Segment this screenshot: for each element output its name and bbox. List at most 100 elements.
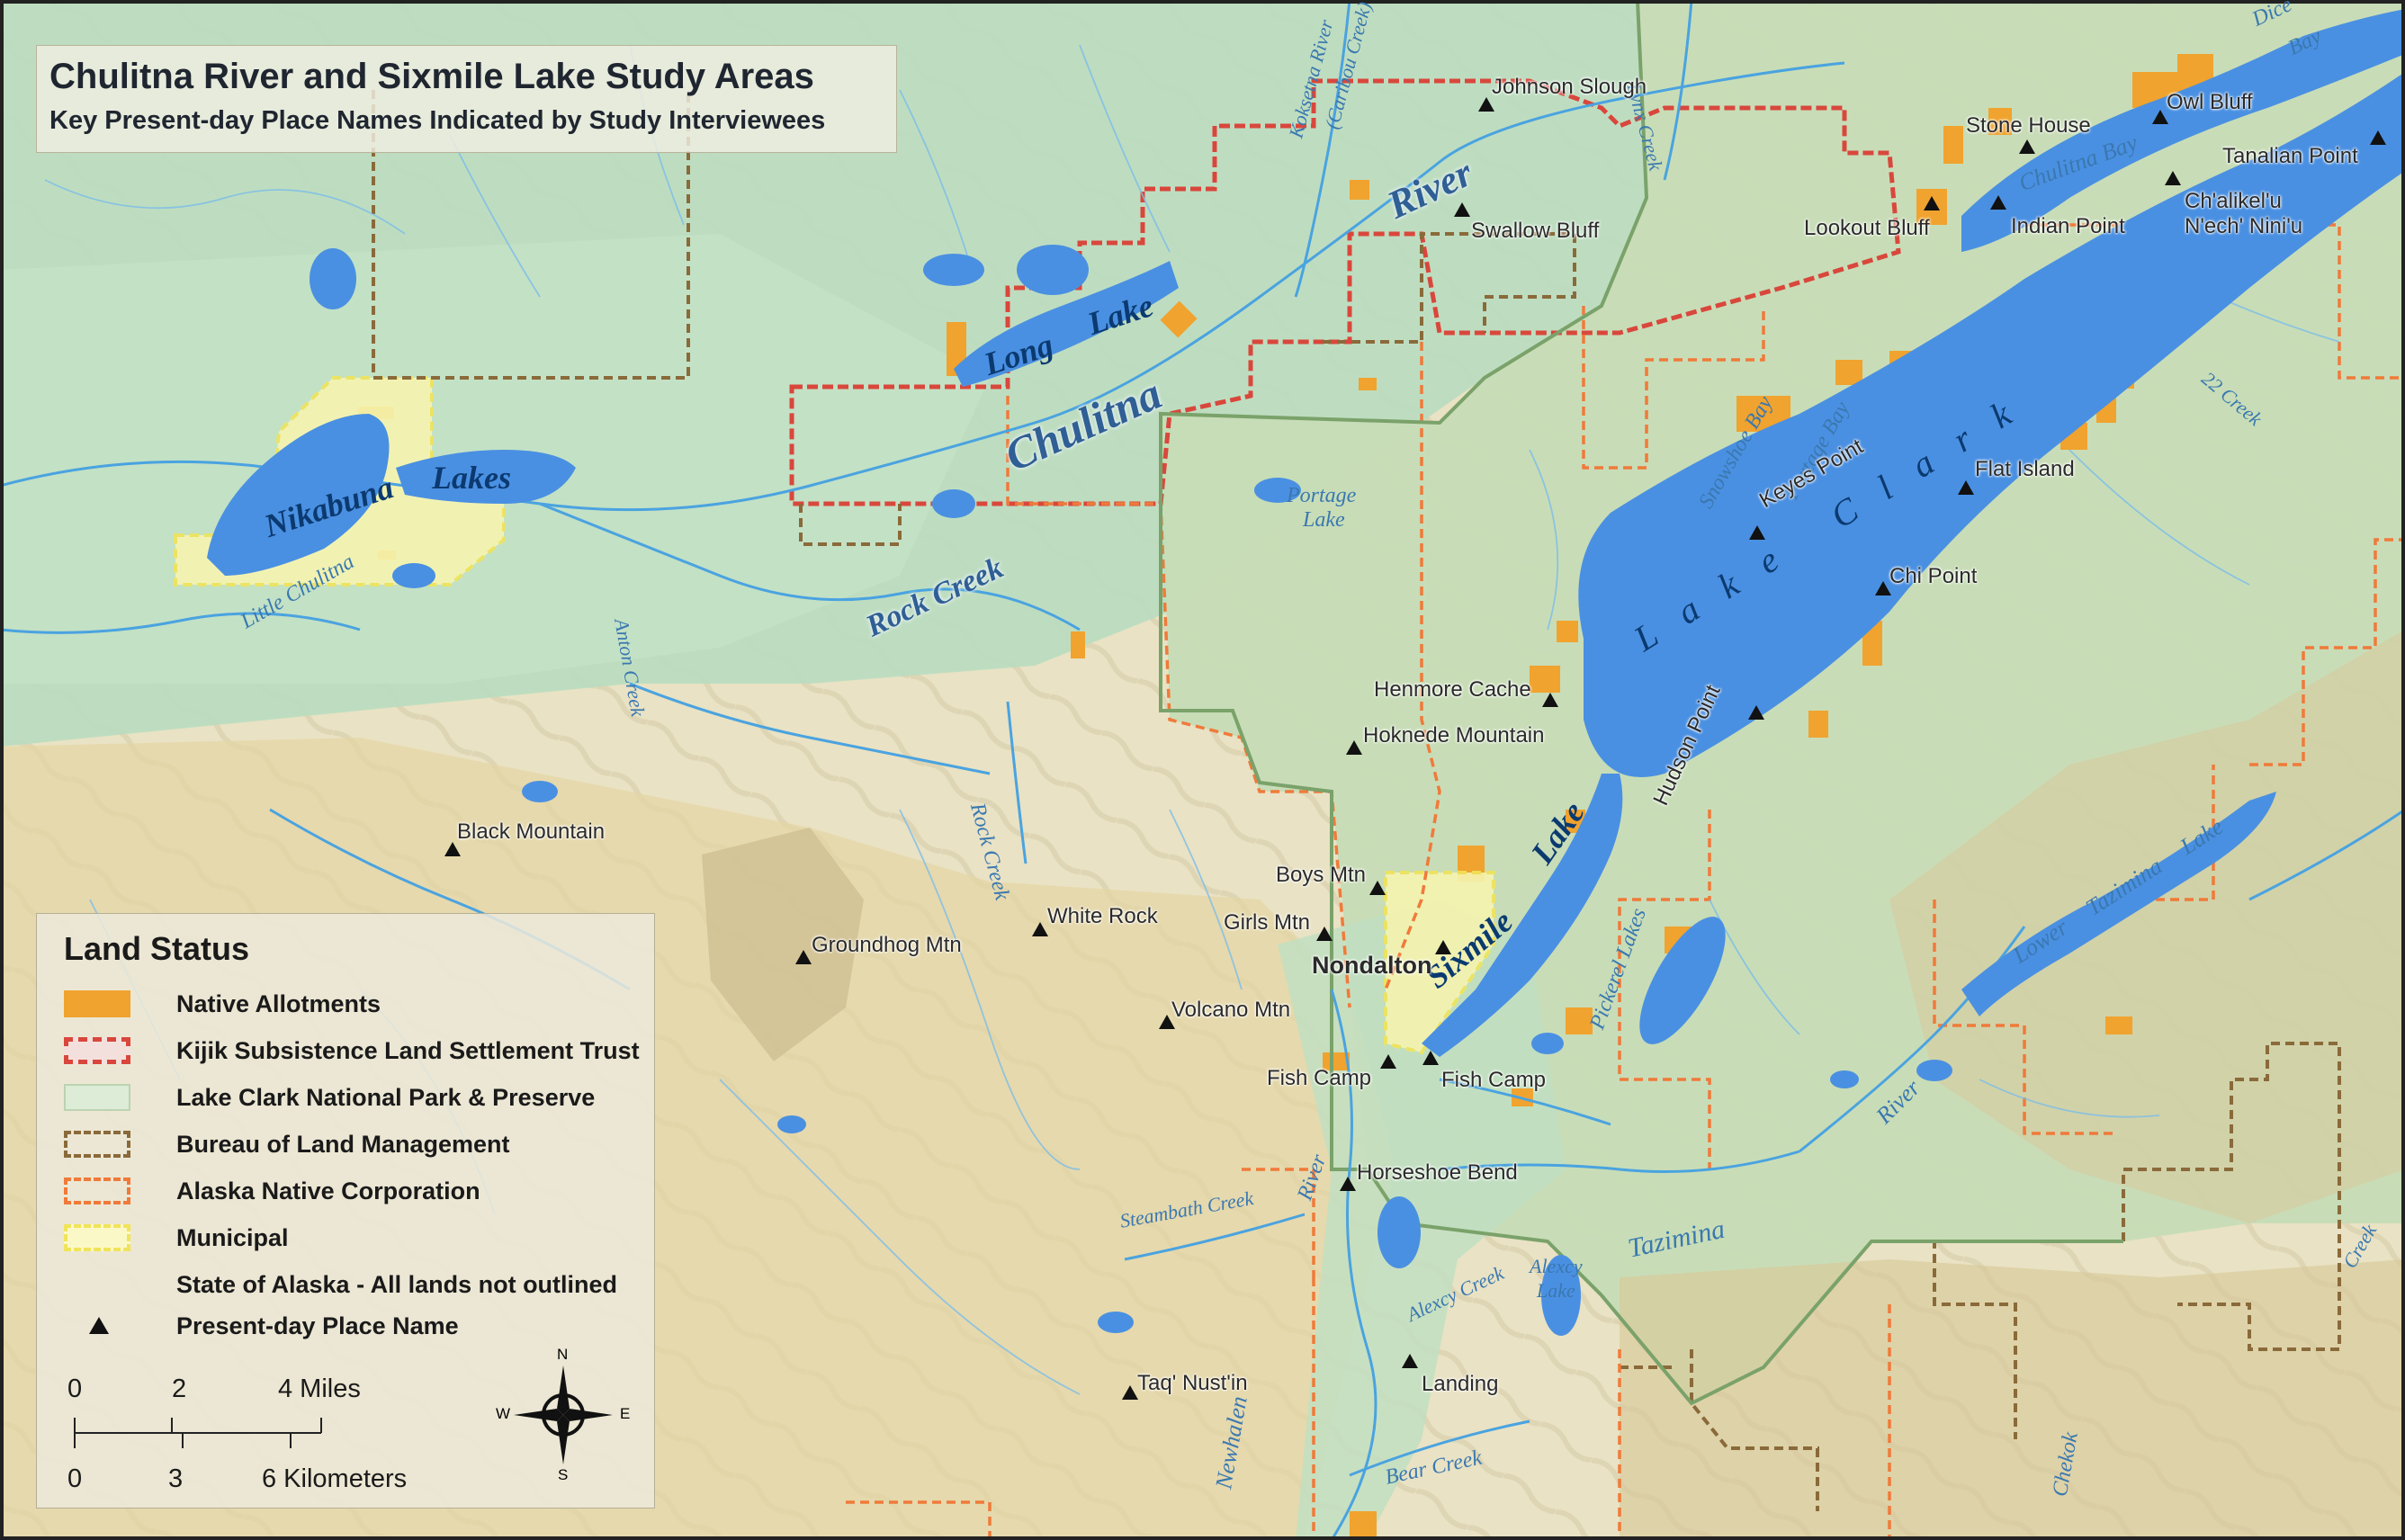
place-marker-icon[interactable]: [1122, 1385, 1138, 1400]
place-marker-icon[interactable]: [2165, 171, 2181, 185]
place-boys-mtn[interactable]: Boys Mtn: [1276, 863, 1367, 887]
legend-item-native-corporation: Alaska Native Corporation: [64, 1175, 640, 1211]
place-indian-point[interactable]: Indian Point: [2011, 214, 2125, 238]
place-chi-point[interactable]: Chi Point: [1889, 564, 1978, 588]
compass-w: W: [496, 1405, 511, 1422]
place-swallow-bluff[interactable]: Swallow Bluff: [1471, 219, 1600, 243]
place-marker-icon[interactable]: [1340, 1177, 1356, 1191]
place-marker-icon[interactable]: [1402, 1354, 1418, 1368]
place-volcano-mtn[interactable]: Volcano Mtn: [1171, 998, 1291, 1022]
label-lakes-nik: Lakes: [432, 460, 511, 496]
place-marker-icon[interactable]: [1346, 740, 1362, 755]
label-portage-lake-2: Lake: [1303, 508, 1345, 532]
municipal-swatch: [64, 1224, 130, 1251]
legend-label: State of Alaska - All lands not outlined: [176, 1271, 618, 1298]
place-hoknede-mountain[interactable]: Hoknede Mountain: [1363, 723, 1545, 748]
place-johnson-slough[interactable]: Johnson Slough: [1492, 75, 1647, 99]
place-fish-camp-e[interactable]: Fish Camp: [1441, 1068, 1547, 1092]
place-owl-bluff[interactable]: Owl Bluff: [2167, 90, 2253, 114]
place-lookout-bluff[interactable]: Lookout Bluff: [1804, 216, 1930, 240]
place-marker-icon[interactable]: [1380, 1054, 1396, 1069]
place-tanalian-point[interactable]: Tanalian Point: [2222, 144, 2358, 168]
national-park-mountains: [1889, 630, 2405, 1223]
scale-km-0: 0: [67, 1464, 83, 1493]
place-girls-mtn[interactable]: Girls Mtn: [1224, 910, 1310, 935]
place-marker-icon[interactable]: [1369, 881, 1386, 895]
scale-bar-lines: [74, 1418, 322, 1448]
place-chalikelu[interactable]: Ch'alikel'u: [2185, 189, 2282, 213]
place-marker-icon[interactable]: [2019, 139, 2035, 154]
place-nondalton[interactable]: Nondalton: [1312, 952, 1432, 979]
portage-lake: [1254, 478, 1301, 503]
place-marker-icon[interactable]: [1990, 195, 2006, 210]
legend-item-state-lands: State of Alaska - All lands not outlined: [64, 1268, 640, 1304]
legend-item-place-name: Present-day Place Name: [64, 1310, 640, 1346]
kijik-trust-boundary[interactable]: [789, 78, 1901, 506]
legend-label: Alaska Native Corporation: [176, 1177, 480, 1204]
legend-item-kijik-trust: Kijik Subsistence Land Settlement Trust: [64, 1034, 640, 1070]
groundhog-ridge: [702, 828, 864, 1061]
national-park-swatch: [64, 1084, 130, 1111]
legend-label: Present-day Place Name: [176, 1312, 459, 1339]
legend-item-native-allotments: Native Allotments: [64, 988, 640, 1024]
triangle-icon: [89, 1317, 109, 1334]
nikabuna-lakes-east: [396, 450, 576, 504]
place-marker-icon[interactable]: [1924, 196, 1940, 210]
place-fish-camp-w[interactable]: Fish Camp: [1267, 1066, 1372, 1090]
place-landing[interactable]: Landing: [1422, 1372, 1499, 1396]
place-marker-icon[interactable]: [1316, 927, 1333, 941]
place-marker-icon[interactable]: [1748, 705, 1764, 720]
scale-mile-0: 0: [67, 1374, 83, 1403]
legend-item-national-park: Lake Clark National Park & Preserve: [64, 1081, 640, 1117]
place-marker-icon[interactable]: [1478, 97, 1494, 112]
place-marker-icon[interactable]: [1749, 525, 1765, 540]
place-marker-icon[interactable]: [2152, 110, 2168, 124]
place-marker-icon[interactable]: [2370, 130, 2386, 145]
place-horseshoe-bend[interactable]: Horseshoe Bend: [1357, 1160, 1518, 1185]
legend-label: Municipal: [176, 1224, 289, 1251]
legend-label: Bureau of Land Management: [176, 1131, 510, 1158]
place-marker-icon[interactable]: [1159, 1015, 1175, 1029]
place-nech-nini[interactable]: N'ech' Nini'u: [2185, 214, 2303, 238]
pickerel-lakes: [1639, 917, 1726, 1044]
place-flat-island[interactable]: Flat Island: [1975, 457, 2075, 481]
place-marker-icon[interactable]: [1454, 202, 1470, 217]
national-park-boundary[interactable]: [1159, 0, 2123, 1406]
blm-boundaries[interactable]: [372, 90, 2341, 1511]
label-portage-lake-1: Portage: [1287, 484, 1357, 507]
compass-n: N: [557, 1346, 569, 1363]
compass-e: E: [620, 1405, 631, 1422]
place-marker-icon[interactable]: [1875, 581, 1891, 595]
scale-mile-4: 4 Miles: [278, 1374, 361, 1403]
place-henmore-cache[interactable]: Henmore Cache: [1374, 677, 1531, 702]
place-black-mountain[interactable]: Black Mountain: [457, 819, 606, 844]
lakes: [207, 9, 2405, 1336]
place-marker-icon[interactable]: [795, 950, 812, 964]
place-stone-house[interactable]: Stone House: [1966, 113, 2091, 138]
lake-clark: [1578, 72, 2405, 777]
legend-item-municipal: Municipal: [64, 1222, 640, 1258]
legend-panel: Land Status Native Allotments Kijik Subs…: [36, 913, 655, 1509]
map-title: Chulitna River and Sixmile Lake Study Ar…: [49, 57, 814, 96]
place-marker-icon[interactable]: [1958, 480, 1974, 495]
place-white-rock[interactable]: White Rock: [1047, 904, 1158, 928]
blm-swatch: [64, 1131, 130, 1158]
native-corporation-swatch: [64, 1177, 130, 1204]
place-marker-icon[interactable]: [1032, 922, 1048, 936]
horseshoe-lake: [1377, 1196, 1421, 1268]
place-groundhog-mtn[interactable]: Groundhog Mtn: [812, 933, 962, 957]
southeast-hills: [1620, 1259, 2405, 1540]
legend-title: Land Status: [64, 930, 250, 967]
place-marker-icon[interactable]: [1422, 1051, 1439, 1065]
place-taq-nustin[interactable]: Taq' Nust'in: [1137, 1371, 1248, 1395]
legend-label: Native Allotments: [176, 990, 381, 1017]
kijik-trust-swatch: [64, 1037, 130, 1064]
municipal-nondalton[interactable]: [1384, 871, 1495, 1055]
place-marker-icon[interactable]: [444, 842, 461, 856]
alexcy-lake: [1541, 1255, 1581, 1336]
lower-tazimina-lake: [1961, 792, 2276, 1016]
place-marker-icon[interactable]: [1435, 940, 1451, 954]
place-marker-icon[interactable]: [1542, 693, 1558, 707]
long-lake: [954, 261, 1179, 387]
